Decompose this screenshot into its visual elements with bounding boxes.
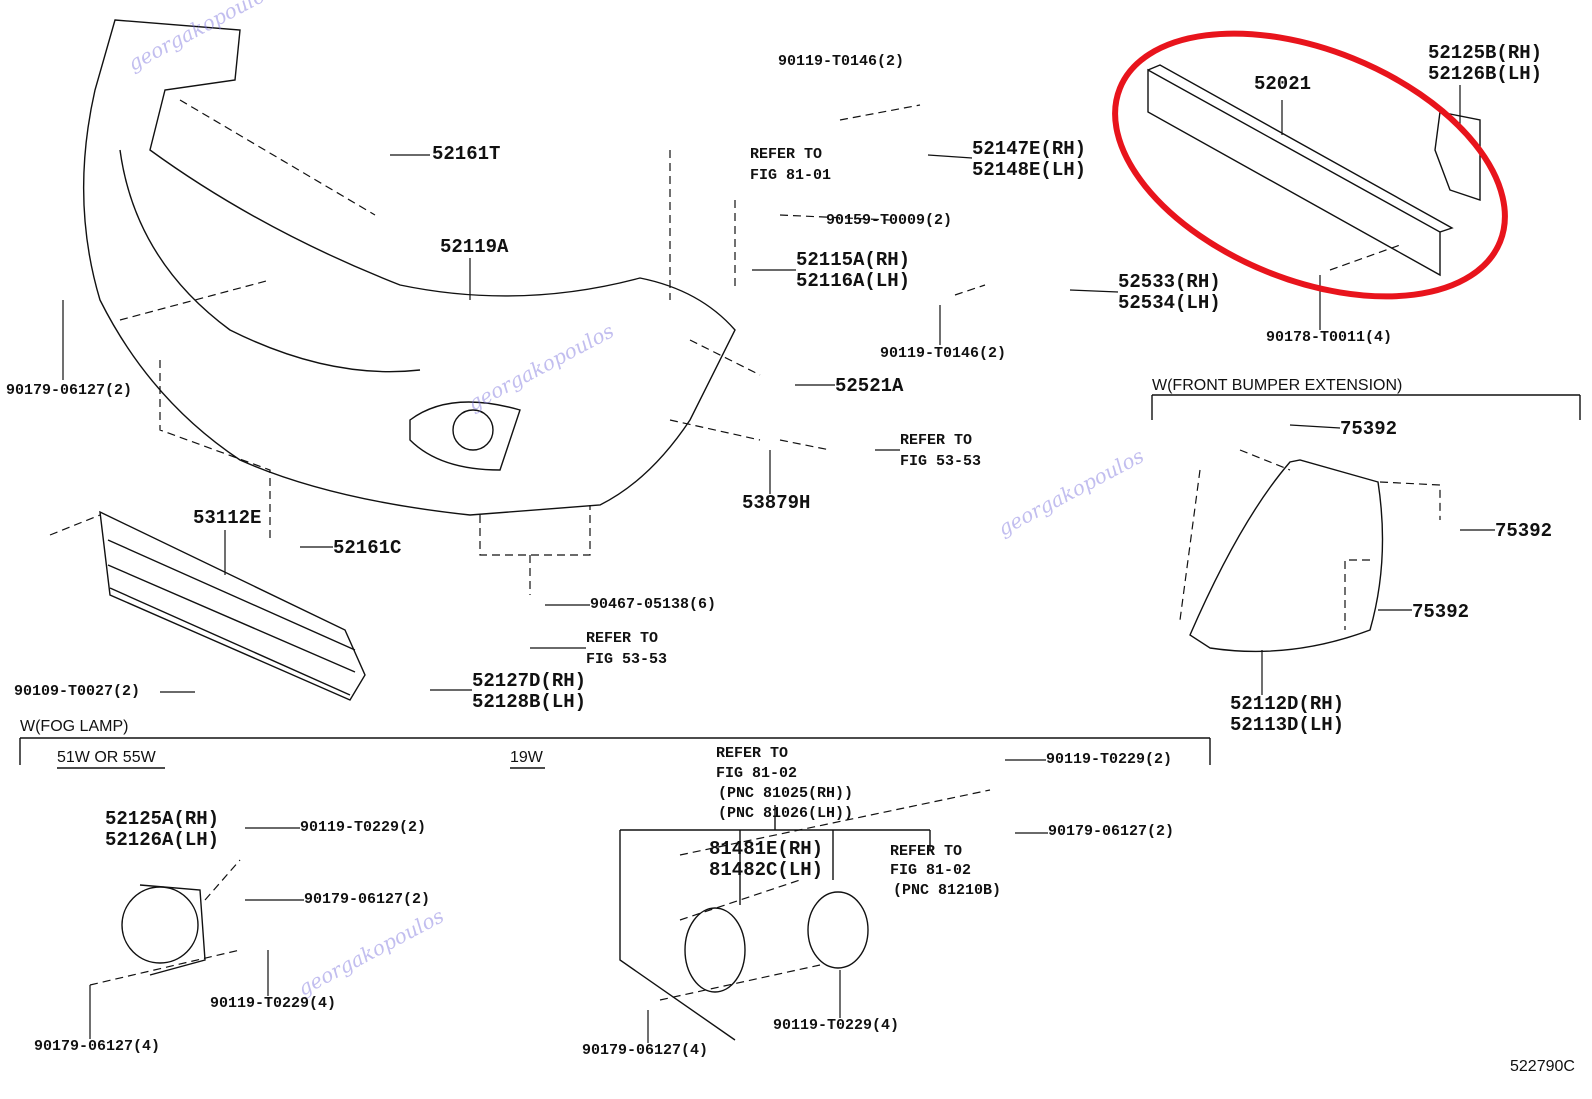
refer-note: FIG 81-02 bbox=[716, 765, 798, 782]
part-label: 52161C bbox=[333, 537, 402, 559]
section-label-bumper-extension: W(FRONT BUMPER EXTENSION) bbox=[1152, 377, 1403, 394]
part-label: 81482C(LH) bbox=[709, 859, 824, 881]
part-label: 52112D(RH) bbox=[1230, 693, 1345, 715]
part-label: 90119-T0146(2) bbox=[880, 345, 1007, 362]
part-label: 90119-T0229(4) bbox=[210, 995, 337, 1012]
lower-grille-drawing bbox=[99, 510, 366, 701]
highlight-ellipse bbox=[1112, 30, 1508, 300]
part-label: 90179-06127(2) bbox=[6, 382, 133, 399]
part-label: 52119A bbox=[440, 236, 509, 258]
part-label: 53112E bbox=[193, 507, 262, 529]
part-label: 52115A(RH) bbox=[796, 249, 911, 271]
part-label: 52125B(RH) bbox=[1428, 42, 1543, 64]
bulb-label: 51W OR 55W bbox=[57, 749, 156, 766]
part-label: 52521A bbox=[835, 375, 904, 397]
part-label: 90119-T0229(4) bbox=[773, 1017, 900, 1034]
part-label-reinforcement: 52021 bbox=[1254, 73, 1312, 95]
part-label: 52161T bbox=[432, 143, 501, 165]
fog-lamp-unit-drawing bbox=[807, 891, 869, 969]
refer-note: REFER TO bbox=[900, 432, 973, 449]
refer-note: FIG 53-53 bbox=[900, 453, 982, 470]
refer-note: (PNC 81025(RH)) bbox=[718, 785, 854, 802]
part-label: 52533(RH) bbox=[1118, 271, 1221, 293]
part-label: 52126A(LH) bbox=[105, 829, 220, 851]
part-label: 90179-06127(2) bbox=[304, 891, 431, 908]
part-label: 90119-T0229(2) bbox=[300, 819, 427, 836]
figure-code: 522790C bbox=[1510, 1058, 1575, 1075]
part-label: 75392 bbox=[1412, 601, 1470, 623]
part-label: 90119-T0229(2) bbox=[1046, 751, 1173, 768]
refer-note: FIG 53-53 bbox=[586, 651, 668, 668]
section-label-fog-lamp: W(FOG LAMP) bbox=[20, 718, 129, 735]
part-label: 52127D(RH) bbox=[472, 670, 587, 692]
part-label: 52125A(RH) bbox=[105, 808, 220, 830]
part-label: 52116A(LH) bbox=[796, 270, 911, 292]
part-label: 52147E(RH) bbox=[972, 138, 1087, 160]
refer-note: (PNC 81210B) bbox=[893, 882, 1002, 899]
refer-note: REFER TO bbox=[890, 843, 963, 860]
part-label: 75392 bbox=[1495, 520, 1553, 542]
bumper-reinforcement-drawing bbox=[1147, 64, 1454, 277]
bumper-extension-drawing bbox=[1189, 459, 1384, 653]
part-label: 52148E(LH) bbox=[972, 159, 1087, 181]
part-label: 90178-T0011(4) bbox=[1266, 329, 1393, 346]
part-label: 90179-06127(4) bbox=[34, 1038, 161, 1055]
refer-note: FIG 81-02 bbox=[890, 862, 972, 879]
refer-note: FIG 81-01 bbox=[750, 167, 832, 184]
part-label: 90467-05138(6) bbox=[590, 596, 717, 613]
refer-note: REFER TO bbox=[750, 146, 823, 163]
part-label: 90109-T0027(2) bbox=[14, 683, 141, 700]
part-label: 90179-06127(2) bbox=[1048, 823, 1175, 840]
part-label: 90119-T0146(2) bbox=[778, 53, 905, 70]
part-label: 75392 bbox=[1340, 418, 1398, 440]
bulb-label: 19W bbox=[510, 749, 543, 766]
part-label: 53879H bbox=[742, 492, 811, 514]
fog-lamp-bezel-drawing bbox=[684, 907, 746, 993]
part-label: 52113D(LH) bbox=[1230, 714, 1345, 736]
part-label: 52126B(LH) bbox=[1428, 63, 1543, 85]
refer-note: REFER TO bbox=[716, 745, 789, 762]
part-label: 90179-06127(4) bbox=[582, 1042, 709, 1059]
refer-note: (PNC 81026(LH)) bbox=[718, 805, 854, 822]
part-label: 90159-T0009(2) bbox=[826, 212, 953, 229]
part-label: 52128B(LH) bbox=[472, 691, 587, 713]
part-label: 81481E(RH) bbox=[709, 838, 824, 860]
refer-note: REFER TO bbox=[586, 630, 659, 647]
part-label: 52534(LH) bbox=[1118, 292, 1221, 314]
fog-lamp-left-drawing bbox=[121, 886, 199, 964]
bumper-cover-drawing bbox=[82, 19, 736, 516]
